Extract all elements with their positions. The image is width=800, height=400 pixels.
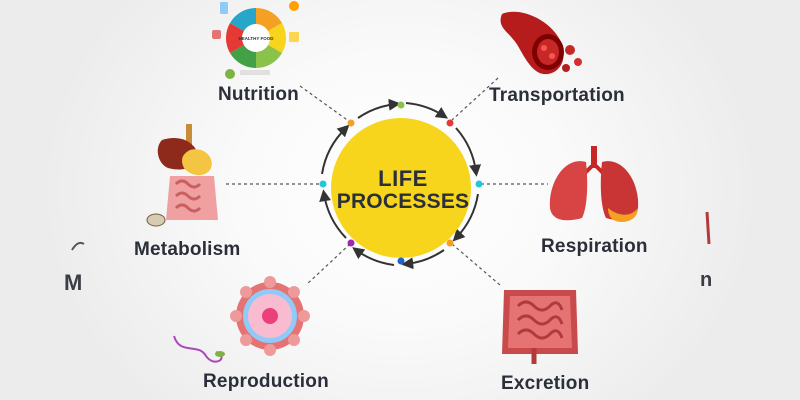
edge-fragment-left: M — [64, 270, 83, 295]
cycle-arrow — [405, 102, 449, 119]
orbit-dot — [475, 180, 483, 188]
cycle-arrow — [321, 124, 350, 175]
label-transportation: Transportation — [489, 85, 625, 106]
connector-lines — [226, 77, 548, 286]
digestive-system-icon — [146, 124, 218, 227]
cycle-arrow — [401, 249, 445, 270]
orbit-dot — [446, 119, 454, 127]
intestines-icon — [502, 290, 578, 364]
orbit-dot — [347, 119, 355, 127]
lungs-icon — [549, 146, 639, 222]
center-title-line1: LIFE — [378, 165, 428, 191]
nutrition-wheel-center-text: HEALTHY FOOD — [238, 36, 274, 41]
connector-transportation — [451, 77, 499, 121]
orbit-dot — [347, 239, 355, 247]
cycle-arrow — [352, 247, 395, 266]
center-circle — [331, 118, 471, 258]
orbit-dot — [397, 101, 405, 109]
connector-reproduction — [305, 243, 351, 286]
cycle-arrow — [319, 189, 347, 239]
blood-vessel-icon — [500, 11, 582, 75]
cycle-arrow — [452, 193, 479, 242]
label-respiration: Respiration — [541, 236, 648, 257]
cycle-arrows — [319, 98, 482, 270]
label-nutrition: Nutrition — [218, 84, 299, 105]
orbit-dots — [319, 101, 483, 265]
label-excretion: Excretion — [501, 373, 590, 394]
cycle-arrow — [455, 127, 482, 177]
healthy-food-plate-icon: HEALTHY FOOD — [212, 1, 299, 79]
connector-nutrition — [299, 85, 351, 123]
partial-icon-right — [705, 211, 711, 245]
partial-icon-left — [71, 241, 85, 251]
center-title: LIFE PROCESSES — [333, 120, 473, 260]
cycle-arrow — [357, 98, 401, 119]
orbit-dot — [446, 239, 454, 247]
sperm-egg-icon — [173, 276, 310, 363]
orbit-dot — [319, 180, 327, 188]
label-reproduction: Reproduction — [203, 371, 329, 392]
label-metabolism: Metabolism — [134, 239, 241, 260]
edge-fragment-right: n — [700, 269, 713, 291]
orbit-dot — [397, 257, 405, 265]
connector-excretion — [451, 243, 501, 286]
center-title-line2: PROCESSES — [336, 189, 470, 213]
